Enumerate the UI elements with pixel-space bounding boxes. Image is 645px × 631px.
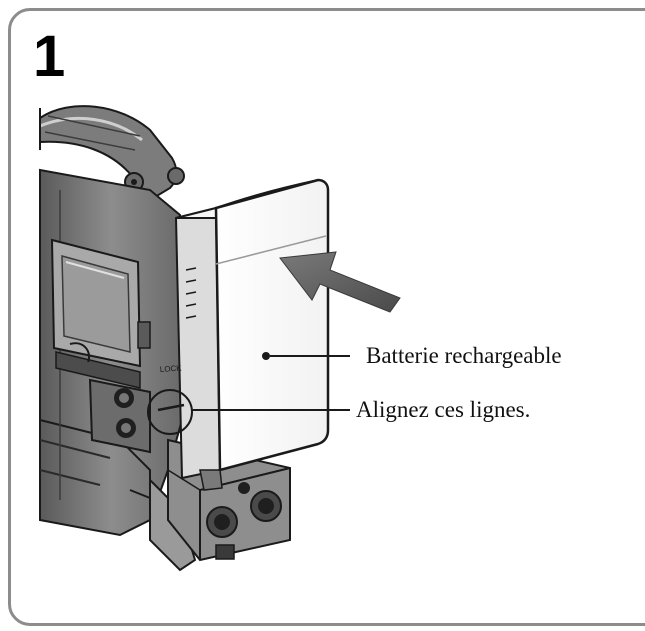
align-lines-label: Alignez ces lignes. — [356, 398, 530, 421]
lock-marking: LOCK — [160, 363, 183, 374]
control-block — [90, 380, 150, 452]
battery-label: Batterie rechargeable — [366, 344, 562, 367]
rechargeable-battery — [176, 180, 328, 490]
